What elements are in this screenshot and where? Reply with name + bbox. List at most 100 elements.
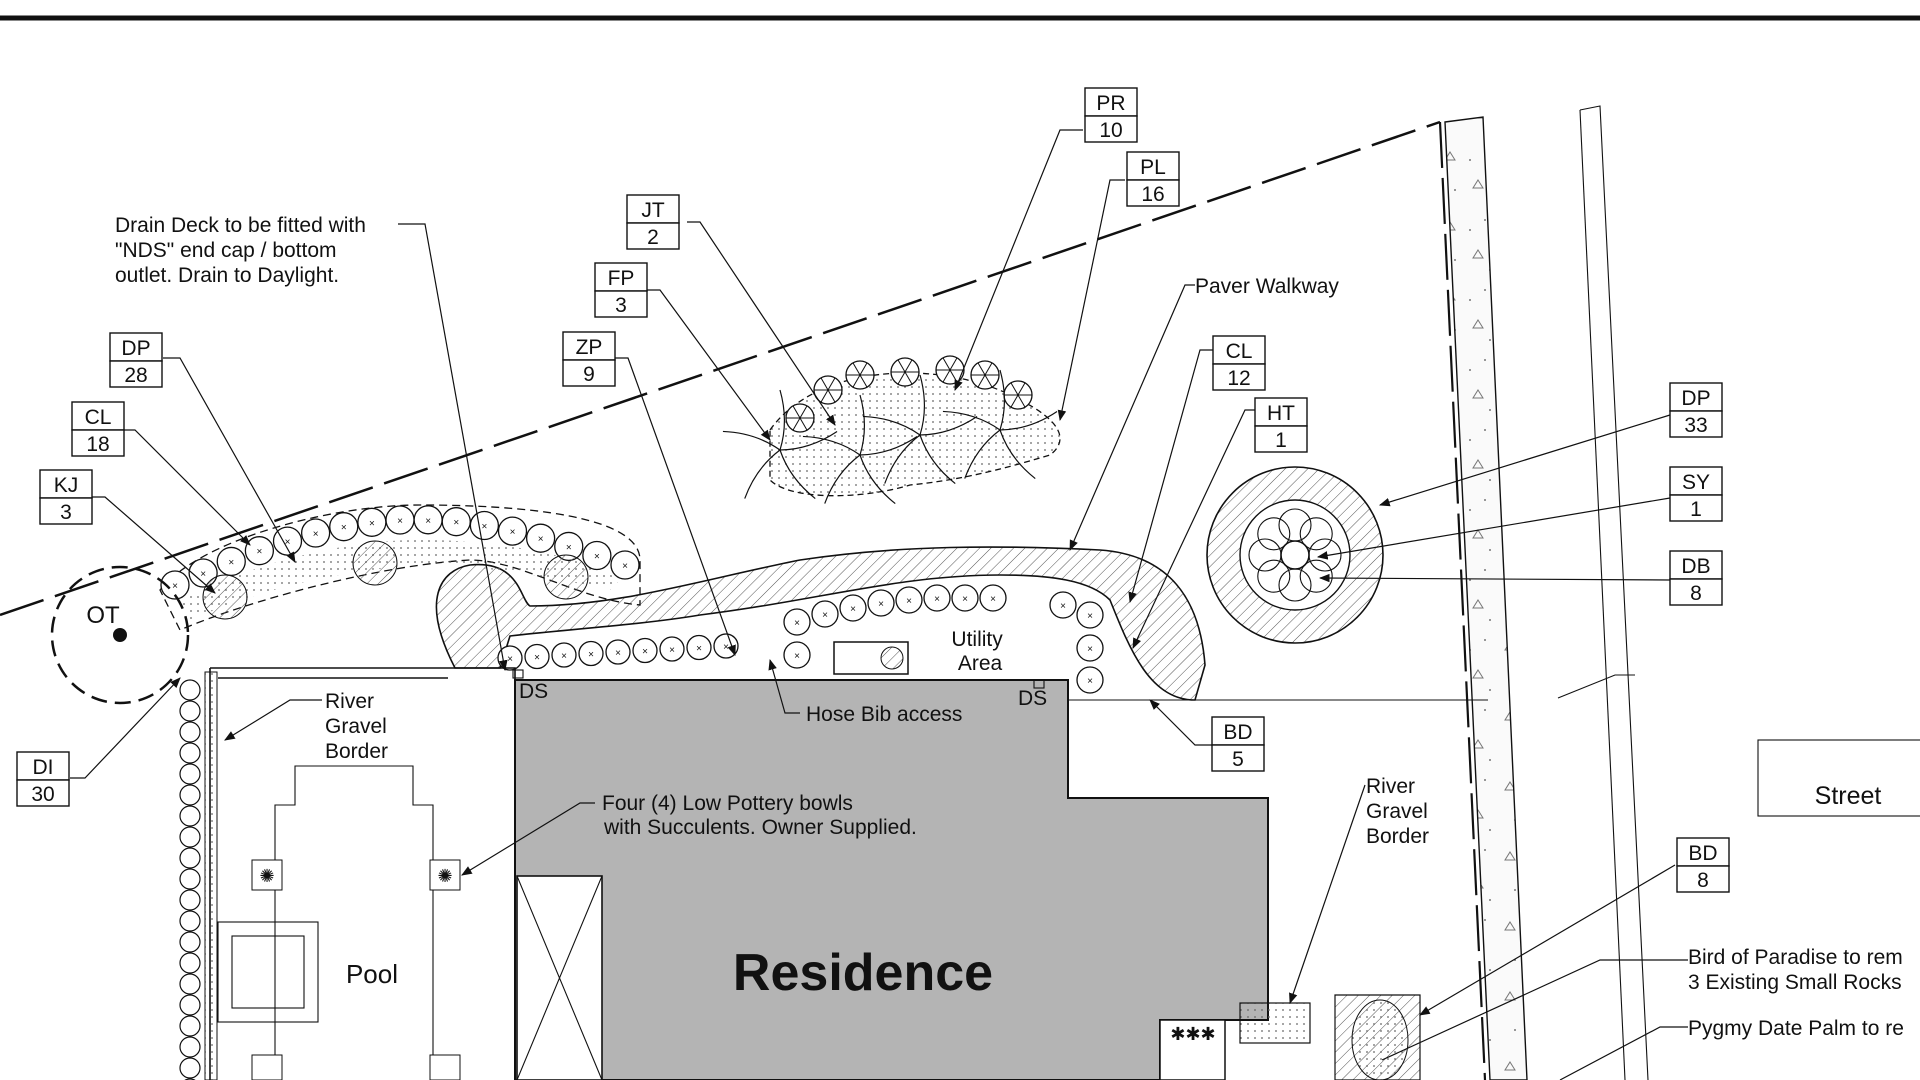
- svg-text:×: ×: [642, 647, 648, 658]
- svg-text:×: ×: [669, 645, 675, 656]
- tag-code: CL: [85, 406, 112, 429]
- plant-tag-bd1: BD5: [1211, 716, 1265, 772]
- svg-text:×: ×: [962, 594, 968, 605]
- shrub-symbol: [686, 634, 712, 661]
- svg-text:×: ×: [1087, 644, 1093, 655]
- tag-qty: 1: [1690, 498, 1702, 521]
- upper-bed: [769, 372, 1061, 497]
- svg-text:×: ×: [285, 537, 291, 548]
- pottery-note: Four (4) Low Pottery bowls with Succulen…: [602, 792, 917, 839]
- border-plant: [179, 1057, 201, 1079]
- entry-planter: [1159, 1019, 1226, 1080]
- border-plant: [179, 742, 201, 764]
- river-gravel-strip-left: [204, 671, 218, 1080]
- tag-qty: 30: [31, 783, 54, 806]
- svg-text:✺: ✺: [437, 866, 452, 886]
- border-plant: [179, 679, 201, 701]
- svg-text:✺: ✺: [259, 866, 274, 886]
- shrub-symbol: [1076, 666, 1104, 694]
- ot-tree-trunk: [113, 628, 127, 642]
- border-plant: [179, 805, 201, 827]
- tag-qty: 28: [124, 364, 147, 387]
- garage-cross: [516, 875, 603, 1080]
- svg-text:×: ×: [369, 518, 375, 529]
- plant-tag-fp: FP 3: [594, 262, 648, 318]
- shrub-symbol: [979, 584, 1007, 612]
- border-plant: [179, 784, 201, 806]
- shrub-row-front: ×××××××××: [497, 633, 739, 671]
- border-plant: [179, 994, 201, 1016]
- svg-text:×: ×: [615, 648, 621, 659]
- border-plant: [179, 763, 201, 785]
- tag-qty: 16: [1141, 183, 1164, 206]
- svg-text:×: ×: [561, 651, 567, 662]
- street-box: [1757, 739, 1920, 817]
- tag-code: ZP: [576, 336, 603, 359]
- tag-code: DP: [121, 337, 150, 360]
- utility-area-label: Utility Area: [951, 628, 1008, 675]
- border-plant: [179, 847, 201, 869]
- svg-text:×: ×: [794, 651, 800, 662]
- tag-code: JT: [641, 199, 665, 222]
- upper-bed-plants: [722, 355, 1058, 505]
- pool-label: Pool: [346, 959, 398, 989]
- tag-code: BD: [1688, 842, 1717, 865]
- border-plant: [179, 721, 201, 743]
- svg-text:×: ×: [256, 547, 262, 558]
- border-plant: [179, 1036, 201, 1058]
- ds-marker-right: [1033, 679, 1045, 689]
- shrub-symbol: [783, 641, 811, 669]
- shrub-symbol: [525, 523, 556, 553]
- pygmy-date-palm-note: Pygmy Date Palm to re: [1688, 1017, 1904, 1040]
- tag-qty: 1: [1275, 429, 1287, 452]
- tag-qty: 3: [615, 294, 627, 317]
- shrub-symbol: [329, 512, 359, 542]
- svg-text:×: ×: [538, 534, 544, 545]
- river-gravel-left-label: River Gravel Border: [325, 690, 393, 763]
- shrub-symbol: [1076, 601, 1104, 629]
- shrub-symbol: [188, 558, 218, 588]
- svg-text:×: ×: [822, 610, 828, 621]
- svg-text:×: ×: [313, 529, 319, 540]
- shrub-symbol: [551, 642, 577, 668]
- tag-qty: 8: [1690, 582, 1702, 605]
- shrub-symbol: [605, 639, 631, 665]
- street-label: Street: [1815, 782, 1882, 810]
- tag-qty: 8: [1697, 869, 1709, 892]
- svg-text:×: ×: [397, 516, 403, 527]
- svg-text:×: ×: [878, 599, 884, 610]
- plant-tag-zp: ZP9: [562, 331, 616, 387]
- border-plant: [179, 868, 201, 890]
- tag-qty: 18: [86, 433, 109, 456]
- shrub-symbol: [811, 600, 839, 628]
- tag-code: HT: [1267, 402, 1295, 425]
- drain-deck-note: Drain Deck to be fitted with "NDS" end c…: [115, 214, 372, 287]
- bird-of-paradise: [1351, 999, 1409, 1080]
- svg-text:×: ×: [534, 653, 540, 664]
- svg-text:×: ×: [1060, 601, 1066, 612]
- svg-text:×: ×: [850, 604, 856, 615]
- tag-code: BD: [1223, 721, 1252, 744]
- border-plant: [179, 973, 201, 995]
- side-property-line: [1438, 121, 1487, 1080]
- shrub-row-pool: [179, 679, 201, 1080]
- ot-label: OT: [86, 602, 120, 629]
- tag-qty: 10: [1099, 119, 1122, 142]
- border-plant: [179, 931, 201, 953]
- property-line: [0, 120, 1441, 617]
- spa-outer: [217, 921, 319, 1023]
- tag-code: FP: [608, 267, 635, 290]
- svg-text:×: ×: [510, 527, 516, 538]
- svg-text:×: ×: [794, 618, 800, 629]
- svg-text:×: ×: [425, 516, 431, 527]
- tag-code: DP: [1681, 387, 1710, 410]
- entry-planter-plants: ✱✱✱: [1170, 1024, 1215, 1044]
- svg-text:×: ×: [172, 581, 178, 592]
- svg-text:×: ×: [990, 594, 996, 605]
- river-gravel-right-label: River Gravel Border: [1366, 775, 1434, 848]
- shrub-symbol: [783, 608, 811, 636]
- driveway-line: [1065, 674, 1635, 701]
